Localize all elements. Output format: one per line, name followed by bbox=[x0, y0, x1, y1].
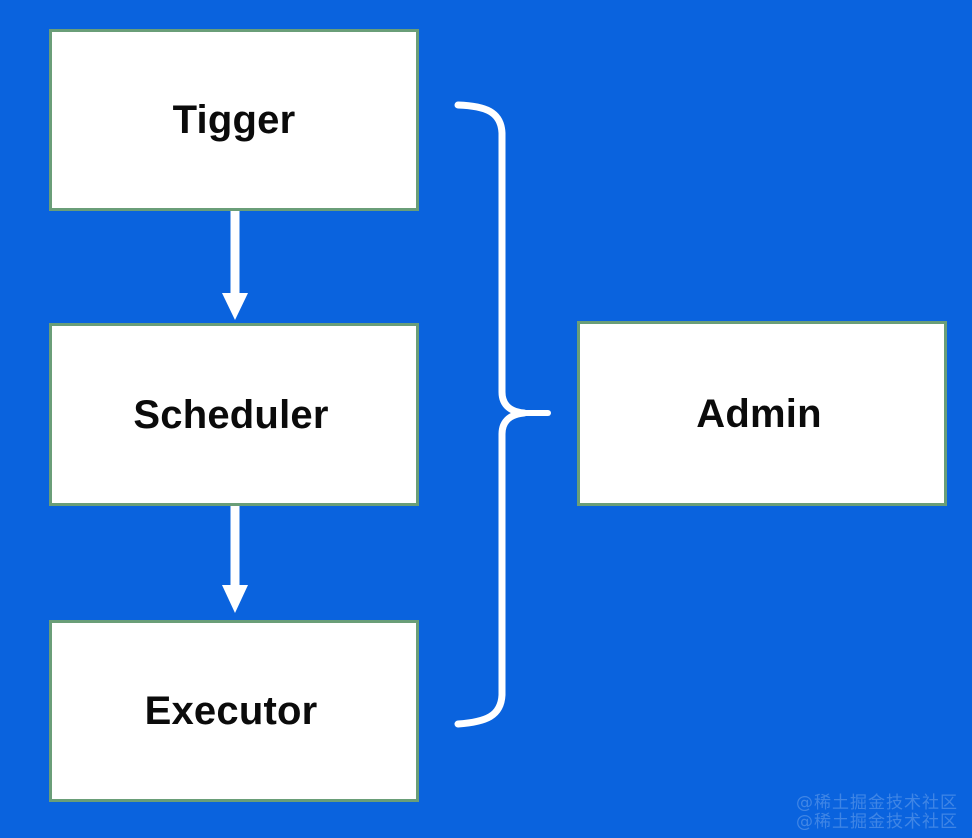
node-admin-label: Admin bbox=[696, 391, 822, 436]
node-executor[interactable]: Executor bbox=[49, 620, 419, 802]
node-scheduler[interactable]: Scheduler bbox=[49, 323, 419, 506]
node-trigger-label: Tigger bbox=[172, 98, 296, 142]
watermark-line-2: @稀土掘金技术社区 bbox=[796, 811, 958, 832]
node-trigger[interactable]: Tigger bbox=[49, 29, 419, 211]
watermark: @稀土掘金技术社区 @稀土掘金技术社区 bbox=[796, 792, 958, 832]
node-scheduler-label: Scheduler bbox=[133, 392, 329, 437]
node-admin[interactable]: Admin bbox=[577, 321, 947, 506]
node-executor-label: Executor bbox=[144, 689, 318, 733]
watermark-line-1: @稀土掘金技术社区 bbox=[796, 792, 958, 813]
